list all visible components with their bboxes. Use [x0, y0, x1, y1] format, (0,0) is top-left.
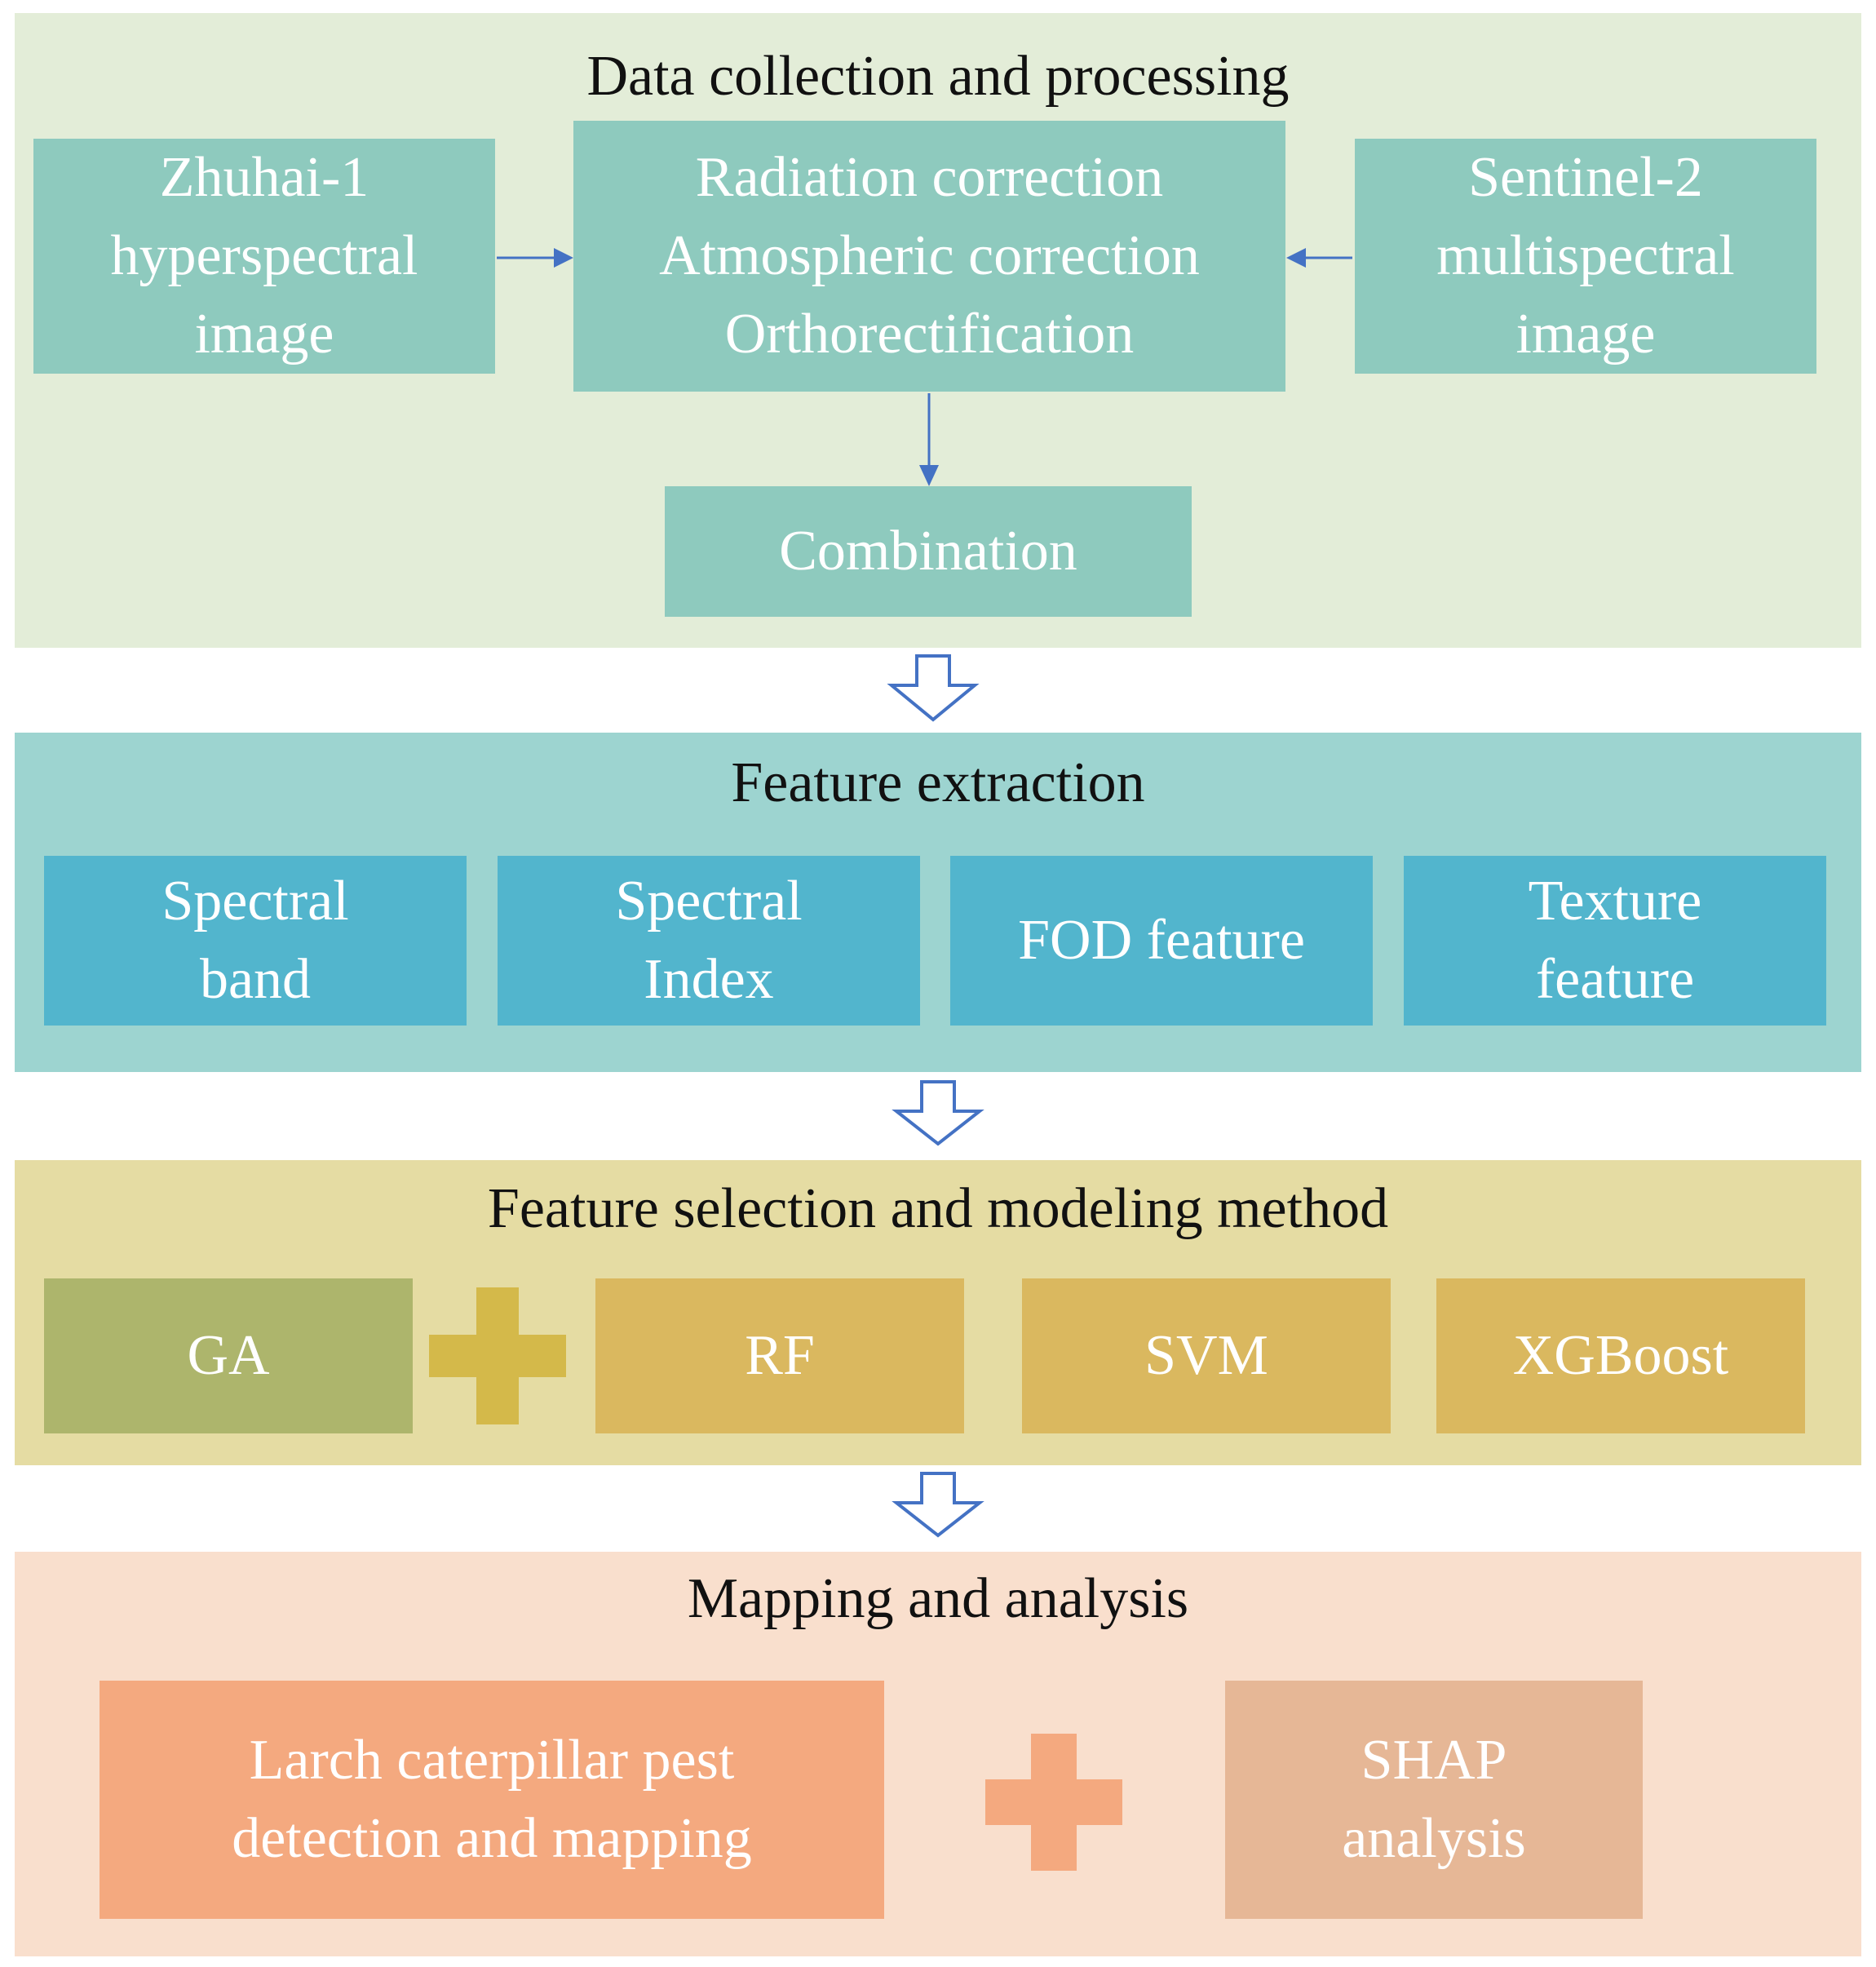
zhuhai-line-1: Zhuhai-1: [159, 146, 369, 209]
correction-box: Radiation correction Atmospheric correct…: [573, 121, 1285, 392]
rf-label: RF: [745, 1324, 815, 1387]
plus-icon-mapping: [985, 1734, 1122, 1871]
stage-mapping-analysis: Mapping and analysis Larch caterpillar p…: [15, 1552, 1861, 1956]
correction-line-2: Atmospheric correction: [659, 224, 1200, 287]
stage-data-collection-title: Data collection and processing: [586, 45, 1290, 108]
sentinel-line-3: image: [1515, 303, 1656, 365]
arrow-sentinel-to-correction-head: [1286, 248, 1306, 268]
sentinel-line-2: multispectral: [1436, 224, 1735, 287]
stage-feature-selection: Feature selection and modeling method GA…: [15, 1160, 1861, 1465]
svm-box: SVM: [1022, 1278, 1391, 1433]
stage-mapping-analysis-title: Mapping and analysis: [687, 1567, 1189, 1630]
spectral-band-box: Spectral band: [44, 856, 467, 1026]
plus-icon-modeling: [429, 1287, 566, 1424]
correction-line-3: Orthorectification: [724, 303, 1135, 365]
pest-detection-box: Larch caterpillar pest detection and map…: [100, 1681, 884, 1919]
stage-feature-extraction: Feature extraction Spectral band Spectra…: [15, 733, 1861, 1072]
spectral-index-box: Spectral Index: [498, 856, 920, 1026]
shap-line-2: analysis: [1342, 1807, 1526, 1870]
block-arrow-down-3: [892, 1472, 984, 1538]
shap-line-1: SHAP: [1361, 1729, 1507, 1792]
pest-detection-line-1: Larch caterpillar pest: [249, 1729, 735, 1792]
spectral-band-line-1: Spectral: [161, 870, 349, 933]
xgboost-label: XGBoost: [1512, 1324, 1729, 1387]
sentinel-line-1: Sentinel-2: [1468, 146, 1703, 209]
stage-feature-selection-title: Feature selection and modeling method: [487, 1177, 1389, 1240]
block-arrow-down-1: [887, 654, 980, 722]
zhuhai-line-3: image: [194, 303, 334, 365]
block-arrow-down-2: [892, 1080, 984, 1146]
fod-feature-label: FOD feature: [1018, 909, 1305, 972]
sentinel-multispectral-box: Sentinel-2 multispectral image: [1355, 139, 1816, 374]
texture-feature-line-2: feature: [1535, 948, 1695, 1011]
xgboost-box: XGBoost: [1436, 1278, 1805, 1433]
texture-feature-box: Texture feature: [1404, 856, 1826, 1026]
ga-label: GA: [187, 1324, 270, 1387]
ga-box: GA: [44, 1278, 413, 1433]
texture-feature-line-1: Texture: [1528, 870, 1702, 933]
rf-box: RF: [595, 1278, 964, 1433]
zhuhai-hyperspectral-box: Zhuhai-1 hyperspectral image: [33, 139, 495, 374]
correction-line-1: Radiation correction: [695, 146, 1164, 209]
spectral-band-line-2: band: [199, 948, 312, 1011]
arrow-correction-to-combination-head: [919, 465, 939, 486]
spectral-index-line-1: Spectral: [615, 870, 803, 933]
spectral-index-line-2: Index: [644, 948, 774, 1011]
stage-feature-extraction-title: Feature extraction: [731, 751, 1145, 814]
svm-label: SVM: [1144, 1324, 1268, 1387]
fod-feature-box: FOD feature: [950, 856, 1373, 1026]
stage-data-collection: Data collection and processing Zhuhai-1 …: [15, 13, 1861, 648]
combination-label: Combination: [779, 520, 1077, 583]
arrow-zhuhai-to-correction-head: [554, 248, 573, 268]
zhuhai-line-2: hyperspectral: [110, 224, 418, 287]
shap-analysis-box: SHAP analysis: [1225, 1681, 1643, 1919]
combination-box: Combination: [665, 486, 1192, 617]
pest-detection-line-2: detection and mapping: [232, 1807, 752, 1870]
